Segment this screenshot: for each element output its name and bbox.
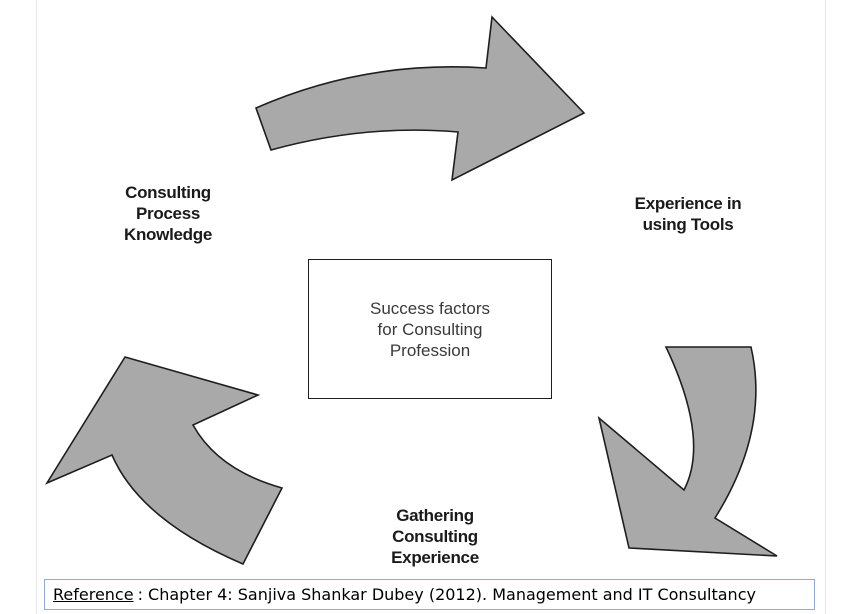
reference-text: : Chapter 4: Sanjiva Shankar Dubey (2012… (137, 585, 756, 604)
right-cycle-arrow (597, 346, 778, 557)
center-box: Success factors for Consulting Professio… (308, 259, 552, 399)
reference-label: Reference (53, 585, 134, 604)
left-cycle-arrow (44, 356, 284, 566)
label-consulting-process-knowledge: Consulting Process Knowledge (124, 183, 212, 244)
center-box-text: Success factors for Consulting Professio… (370, 298, 490, 360)
label-experience-in-using-tools: Experience in using Tools (634, 194, 742, 234)
label-gathering-consulting-experience: Gathering Consulting Experience (391, 506, 479, 567)
reference-caption: Reference: Chapter 4: Sanjiva Shankar Du… (44, 579, 815, 610)
top-cycle-arrow (254, 15, 586, 182)
